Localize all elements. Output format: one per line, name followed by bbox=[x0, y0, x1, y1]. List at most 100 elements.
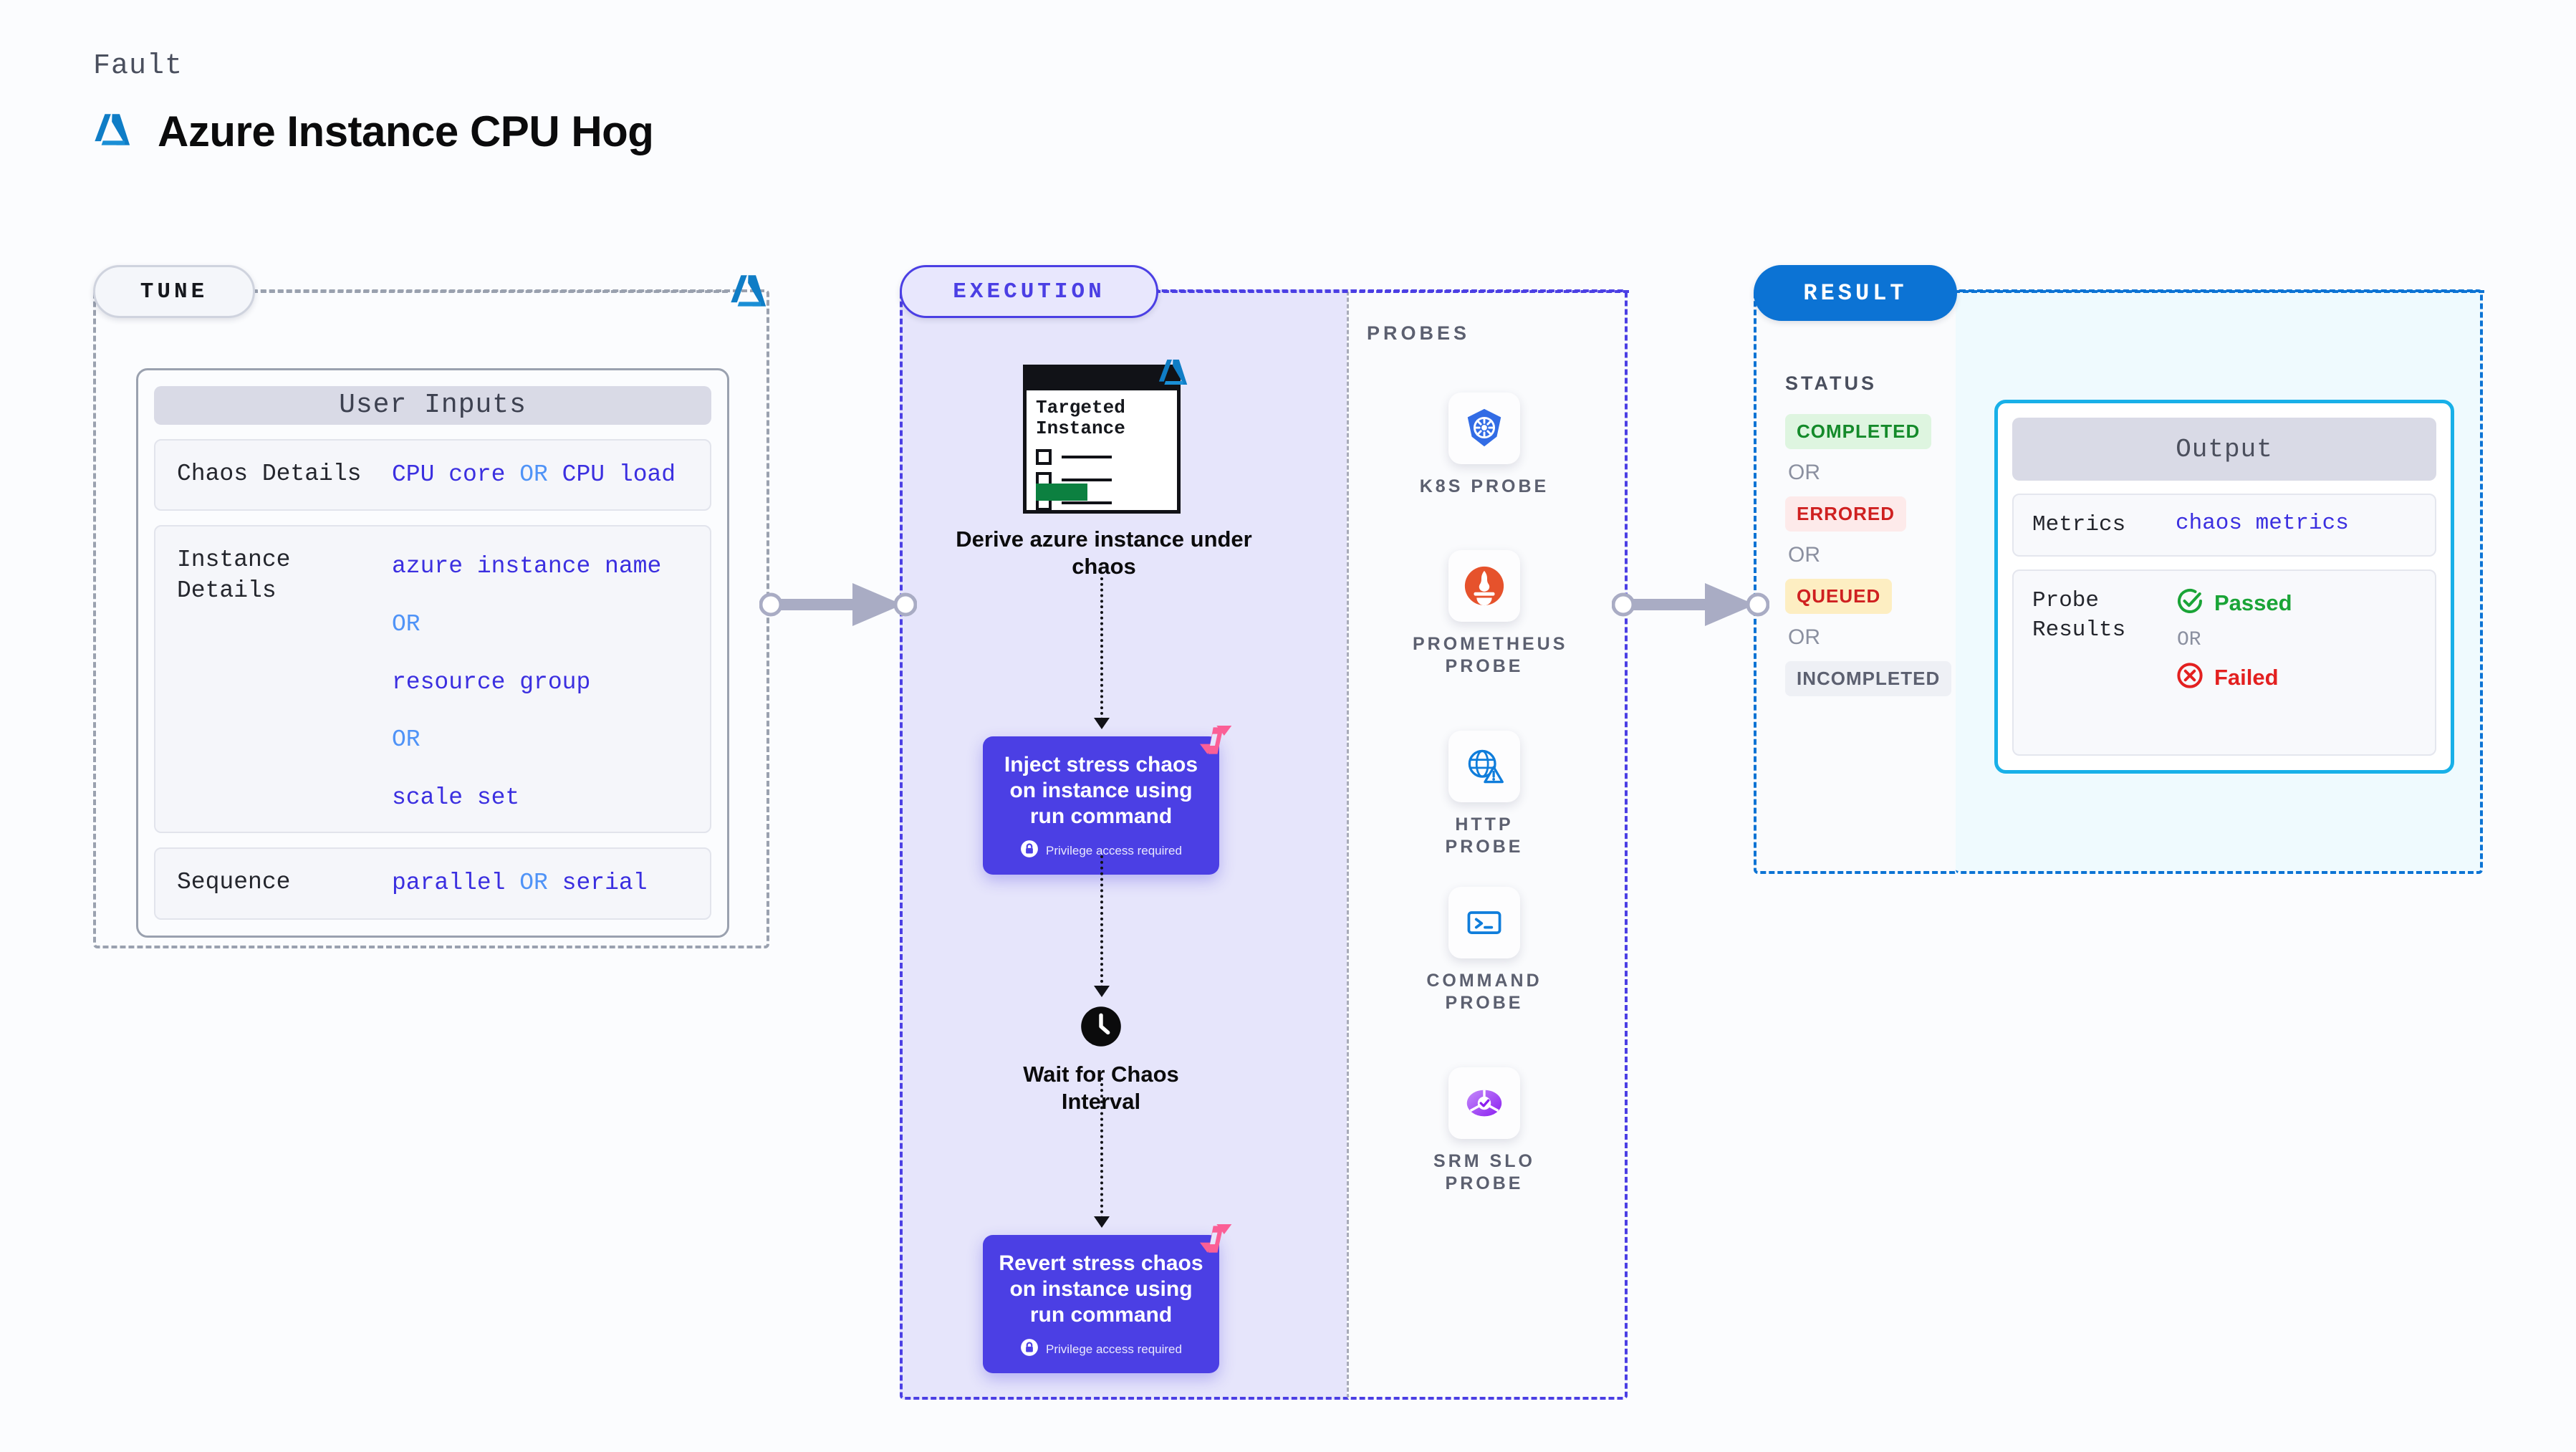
user-inputs-title: User Inputs bbox=[154, 386, 711, 425]
value: azure instance name bbox=[392, 553, 662, 580]
execution-header-dashed-line bbox=[1155, 290, 1629, 293]
terminal-icon bbox=[1448, 887, 1520, 958]
row-label: Probe Results bbox=[2032, 588, 2126, 643]
derive-caption: Derive azure instance under chaos bbox=[956, 527, 1252, 579]
status-label: STATUS bbox=[1785, 372, 1877, 394]
row-label: Sequence bbox=[177, 869, 291, 896]
row-values: azure instance name OR resource group OR… bbox=[392, 545, 661, 813]
probe-label: K8S PROBE bbox=[1419, 476, 1549, 496]
status-list: COMPLETED OR ERRORED OR QUEUED OR INCOMP… bbox=[1785, 414, 1952, 696]
probe-label: COMMAND PROBE bbox=[1426, 971, 1542, 1014]
page-header: Fault Azure Instance CPU Hog bbox=[93, 50, 654, 156]
page-title: Azure Instance CPU Hog bbox=[158, 107, 654, 155]
fault-kicker: Fault bbox=[93, 50, 183, 82]
srm-slo-icon bbox=[1448, 1067, 1520, 1139]
probes-label: PROBES bbox=[1367, 322, 1471, 344]
flow-connector bbox=[1100, 855, 1103, 989]
probe-item-k8s[interactable]: K8S PROBE bbox=[1413, 393, 1556, 498]
privilege-note: Privilege access required bbox=[1046, 1342, 1182, 1356]
or-separator: OR bbox=[2177, 629, 2201, 652]
probe-label: HTTP PROBE bbox=[1445, 814, 1524, 857]
flow-connector bbox=[1100, 1077, 1103, 1219]
value: CPU load bbox=[562, 461, 676, 488]
output-card: Output Metrics chaos metrics Probe Resul… bbox=[1994, 400, 2454, 774]
status-bar-green bbox=[1036, 484, 1087, 501]
privilege-note-row: Privilege access required bbox=[996, 1338, 1206, 1360]
value: resource group bbox=[392, 668, 591, 696]
output-title: Output bbox=[2012, 418, 2436, 481]
result-header-dashed-line bbox=[1954, 290, 2484, 293]
lock-icon bbox=[1020, 840, 1039, 862]
probe-result-failed: Failed bbox=[2176, 661, 2292, 693]
stage-tag-result[interactable]: RESULT bbox=[1754, 265, 1957, 321]
tune-header-dashed-line bbox=[252, 290, 728, 293]
connector-execution-to-result bbox=[1612, 583, 1769, 626]
checkbox-icon bbox=[1036, 449, 1052, 465]
http-globe-warning-icon bbox=[1448, 731, 1520, 802]
row-label: Instance Details bbox=[177, 547, 291, 605]
output-row-probe-results: Probe Results Passed OR bbox=[2012, 569, 2436, 756]
probe-item-srm-slo[interactable]: SRM SLO PROBE bbox=[1413, 1067, 1556, 1196]
value: CPU core bbox=[392, 461, 506, 488]
or-separator: OR bbox=[1788, 625, 1820, 649]
row-values: CPU core OR CPU load bbox=[392, 459, 676, 491]
probes-subpanel bbox=[1347, 289, 1628, 1400]
probe-label: PROMETHEUS PROBE bbox=[1413, 634, 1568, 677]
row-values: parallel OR serial bbox=[392, 867, 648, 900]
execution-flow: Targeted Instance Derive azure instance … bbox=[900, 289, 1347, 1400]
probe-label: SRM SLO PROBE bbox=[1433, 1151, 1535, 1194]
value: scale set bbox=[392, 784, 520, 811]
or-separator: OR bbox=[392, 726, 420, 754]
targeted-instance-card: Targeted Instance bbox=[1023, 360, 1188, 514]
inject-chaos-card[interactable]: Inject stress chaos on instance using ru… bbox=[983, 726, 1232, 875]
kubernetes-icon bbox=[1448, 393, 1520, 464]
probe-result-passed: Passed bbox=[2176, 587, 2292, 619]
check-circle-icon bbox=[2176, 587, 2204, 619]
failed-label: Failed bbox=[2214, 664, 2279, 690]
user-inputs-card: User Inputs Chaos Details CPU core OR CP… bbox=[136, 368, 729, 938]
tune-row-chaos-details: Chaos Details CPU core OR CPU load bbox=[154, 438, 711, 511]
row-value: chaos metrics bbox=[2176, 511, 2349, 536]
title-row: Azure Instance CPU Hog bbox=[93, 107, 654, 156]
tune-row-sequence: Sequence parallel OR serial bbox=[154, 847, 711, 920]
litmus-logo-icon bbox=[1195, 1219, 1235, 1263]
x-circle-icon bbox=[2176, 661, 2204, 693]
probe-result-values: Passed OR Failed bbox=[2176, 587, 2292, 739]
privilege-note: Privilege access required bbox=[1046, 843, 1182, 857]
azure-logo-icon bbox=[93, 110, 138, 154]
card-title: Revert stress chaos on instance using ru… bbox=[999, 1251, 1203, 1327]
or-separator: OR bbox=[519, 461, 548, 488]
value: serial bbox=[562, 870, 648, 897]
or-separator: OR bbox=[1788, 543, 1820, 567]
azure-logo-icon bbox=[729, 271, 774, 319]
or-separator: OR bbox=[1788, 461, 1820, 484]
revert-chaos-card[interactable]: Revert stress chaos on instance using ru… bbox=[983, 1224, 1232, 1373]
flow-connector bbox=[1100, 577, 1103, 721]
probe-item-http[interactable]: HTTP PROBE bbox=[1413, 731, 1556, 859]
litmus-logo-icon bbox=[1195, 721, 1235, 764]
status-badge-queued: QUEUED bbox=[1785, 579, 1893, 614]
targeted-instance-title: Targeted Instance bbox=[1036, 397, 1125, 440]
connector-tune-to-execution bbox=[759, 583, 917, 626]
lock-icon bbox=[1020, 1338, 1039, 1360]
row-label: Metrics bbox=[2032, 512, 2126, 537]
stage-tag-execution[interactable]: EXECUTION bbox=[900, 265, 1158, 318]
status-badge-incompleted: INCOMPLETED bbox=[1785, 661, 1952, 696]
arrowhead-icon bbox=[1094, 1216, 1110, 1228]
stage-tag-tune[interactable]: TUNE bbox=[93, 265, 255, 318]
passed-label: Passed bbox=[2214, 590, 2292, 615]
prometheus-icon bbox=[1448, 550, 1520, 622]
arrowhead-icon bbox=[1094, 718, 1110, 729]
clock-icon bbox=[1080, 1006, 1122, 1050]
probe-item-prometheus[interactable]: PROMETHEUS PROBE bbox=[1413, 550, 1568, 678]
card-title: Inject stress chaos on instance using ru… bbox=[1004, 753, 1198, 828]
azure-logo-icon bbox=[1158, 356, 1193, 395]
row-label: Chaos Details bbox=[177, 460, 362, 487]
privilege-note-row: Privilege access required bbox=[996, 840, 1206, 862]
status-badge-completed: COMPLETED bbox=[1785, 414, 1932, 449]
value: parallel bbox=[392, 870, 506, 897]
output-row-metrics: Metrics chaos metrics bbox=[2012, 494, 2436, 557]
tune-row-instance-details: Instance Details azure instance name OR … bbox=[154, 525, 711, 834]
probe-item-command[interactable]: COMMAND PROBE bbox=[1413, 887, 1556, 1015]
arrowhead-icon bbox=[1094, 986, 1110, 997]
